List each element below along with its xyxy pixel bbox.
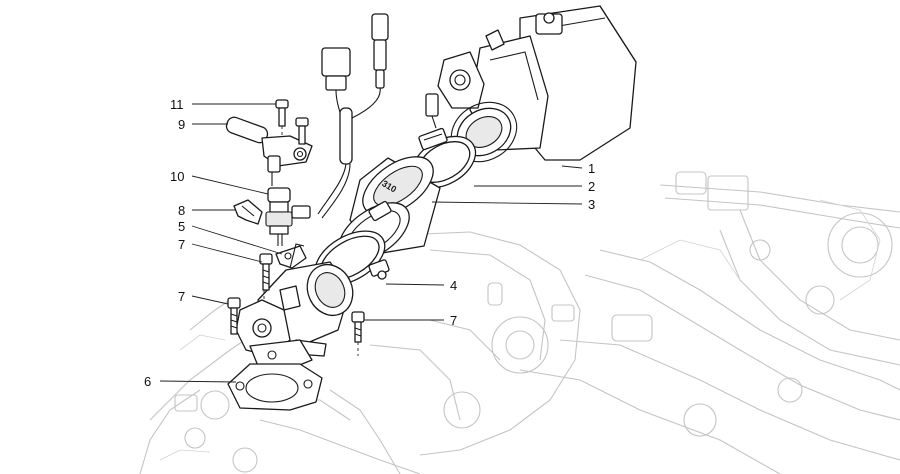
leader-4 xyxy=(385,283,445,286)
callout-10: 10 xyxy=(170,169,184,184)
bolt-c xyxy=(351,311,365,343)
gasket xyxy=(227,363,323,411)
leader-lines xyxy=(159,103,583,383)
callout-8: 8 xyxy=(178,203,185,218)
engine-background xyxy=(139,171,900,474)
leader-6 xyxy=(159,380,237,383)
callout-2: 2 xyxy=(588,179,595,194)
callout-7: 7 xyxy=(178,237,185,252)
callout-7: 7 xyxy=(450,313,457,328)
callout-9: 9 xyxy=(178,117,185,132)
callout-7: 7 xyxy=(178,289,185,304)
screw-a xyxy=(275,99,289,127)
intake-elbow xyxy=(235,243,354,369)
injector-flange xyxy=(275,245,307,269)
callout-labels: 1 2 3 4 5 6 7 7 7 8 9 10 11 xyxy=(144,97,595,389)
wiring-harness xyxy=(317,13,439,219)
callout-11: 11 xyxy=(170,97,184,112)
leader-10 xyxy=(191,175,269,195)
leader-7a xyxy=(191,243,263,263)
injector-clip xyxy=(233,199,263,225)
bolt-a xyxy=(259,253,273,291)
bolt-b xyxy=(227,297,241,335)
callout-5: 5 xyxy=(178,219,185,234)
callout-6: 6 xyxy=(144,374,151,389)
callout-3: 3 xyxy=(588,197,595,212)
throttle-body xyxy=(437,5,637,163)
leader-7b xyxy=(191,295,229,305)
callout-4: 4 xyxy=(450,278,457,293)
leader-3 xyxy=(431,201,583,205)
leader-5 xyxy=(191,225,283,255)
callout-1: 1 xyxy=(588,161,595,176)
leader-1 xyxy=(561,165,583,169)
fuel-injector xyxy=(265,187,311,246)
screw-b xyxy=(295,117,309,145)
